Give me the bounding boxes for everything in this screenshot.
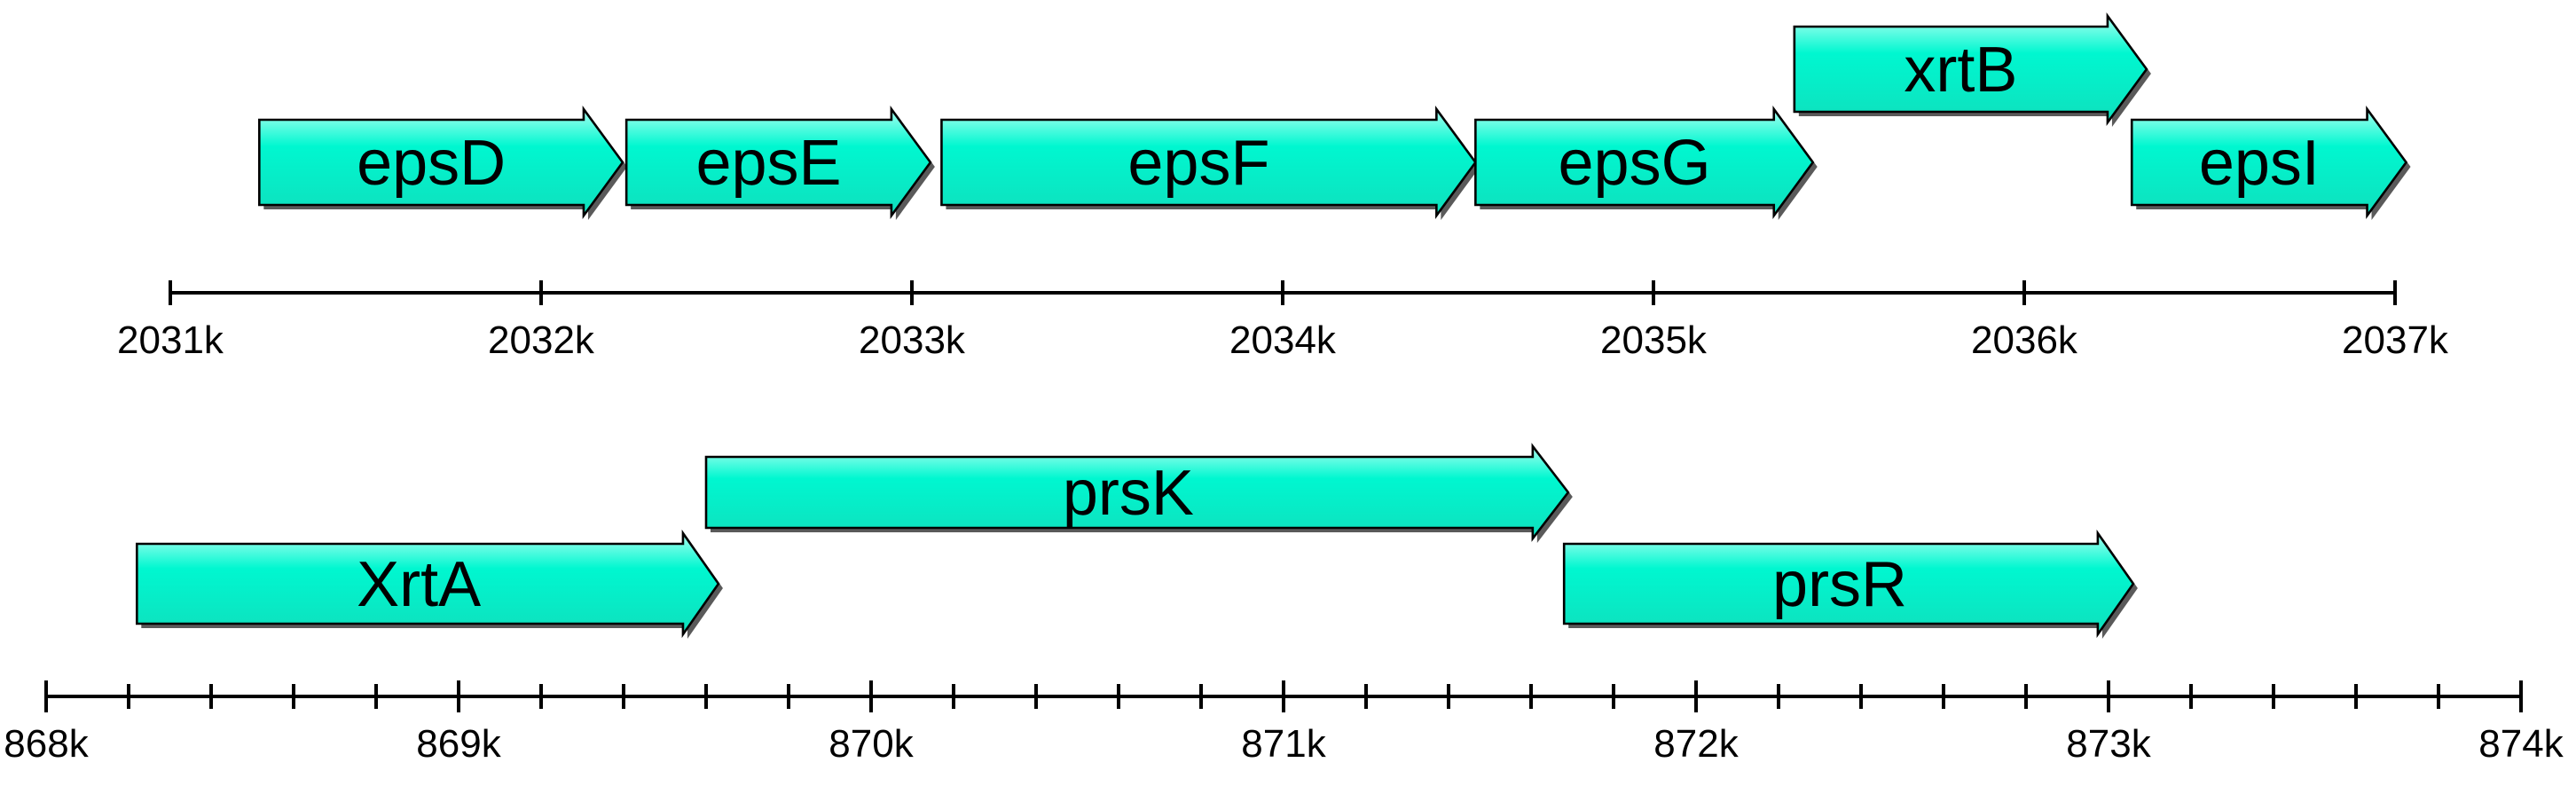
gene-label: epsD: [357, 128, 506, 199]
axis-tick-label: 869k: [416, 722, 501, 766]
gene-arrow-body[interactable]: [2130, 106, 2408, 219]
gene-label: epsF: [1127, 128, 1269, 199]
gene-arrow-epsi[interactable]: epsI: [2130, 106, 2411, 220]
axis-tick-label: 2032k: [488, 318, 595, 362]
gene-arrow-body[interactable]: [1562, 529, 2135, 639]
gene-arrow-body[interactable]: [258, 106, 624, 219]
gene-label: epsG: [1559, 128, 1711, 199]
axis-tick-label: 872k: [1653, 722, 1739, 766]
gene-label: XrtA: [357, 549, 481, 620]
axis-tick-label: 2035k: [1600, 318, 1708, 362]
gene-map-bottom: 868k 869k 870k 871k 872k 873k 874k XrtA prsK prsR: [4, 443, 2564, 766]
gene-arrow-body[interactable]: [1793, 12, 2148, 126]
axis-tick-label: 2031k: [117, 318, 224, 362]
axis-tick-label: 2036k: [1971, 318, 2078, 362]
axis-tick-label: 2037k: [2342, 318, 2449, 362]
gene-arrow-epsf[interactable]: epsF: [940, 106, 1480, 220]
gene-arrow-xrta[interactable]: XrtA: [136, 529, 723, 639]
gene-arrow-xrtb[interactable]: xrtB: [1793, 12, 2151, 127]
axis-tick-label: 874k: [2478, 722, 2564, 766]
gene-label: epsI: [2199, 128, 2320, 199]
axis-tick-label: 870k: [829, 722, 914, 766]
gene-arrow-epsd[interactable]: epsD: [258, 106, 627, 220]
axis-tick-label: 873k: [2066, 722, 2151, 766]
gene-arrow-body[interactable]: [1474, 106, 1815, 219]
gene-arrow-body[interactable]: [940, 106, 1477, 219]
axis-tick-label: 2033k: [859, 318, 966, 362]
gene-arrow-body[interactable]: [704, 443, 1570, 542]
gene-label: prsR: [1772, 549, 1907, 620]
gene-label: xrtB: [1904, 35, 2017, 106]
axis-tick-label: 871k: [1241, 722, 1326, 766]
gene-arrow-body[interactable]: [136, 529, 720, 639]
gene-map-top: 2031k 2032k 2033k 2034k 2035k 2036k 2037k epsD e…: [117, 12, 2449, 362]
gene-arrow-epse[interactable]: epsE: [624, 106, 935, 220]
gene-label: prsK: [1063, 458, 1194, 529]
gene-arrow-epsg[interactable]: epsG: [1474, 106, 1818, 220]
gene-arrow-body[interactable]: [624, 106, 932, 219]
gene-label: epsE: [695, 128, 841, 199]
gene-arrow-prsr[interactable]: prsR: [1562, 529, 2138, 639]
axis-tick-label: 868k: [4, 722, 89, 766]
axis-tick-label: 2034k: [1229, 318, 1337, 362]
gene-arrow-prsk[interactable]: prsK: [704, 443, 1573, 543]
